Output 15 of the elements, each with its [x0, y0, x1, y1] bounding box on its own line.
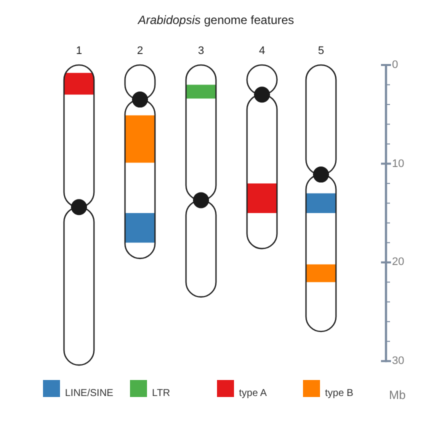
tick-label: 10 [392, 158, 404, 170]
chromosome-number: 5 [316, 45, 326, 57]
title: Arabidopsis genome features [136, 13, 296, 27]
chromosome-number: 2 [136, 45, 144, 57]
tick-label: 30 [392, 355, 404, 368]
tick-label: 20 [392, 256, 404, 268]
legend-label: LTR [152, 388, 170, 400]
axis-unit: Mb [389, 389, 406, 401]
chromosome-number: 4 [258, 45, 266, 57]
legend-label: type B [325, 388, 354, 400]
chromosome-number: 3 [196, 45, 206, 57]
legend-label: type A [239, 388, 267, 400]
chromosome-number: 1 [74, 45, 84, 57]
legend-label: LINE/SINE [65, 388, 114, 400]
tick-label: 0 [392, 59, 398, 71]
